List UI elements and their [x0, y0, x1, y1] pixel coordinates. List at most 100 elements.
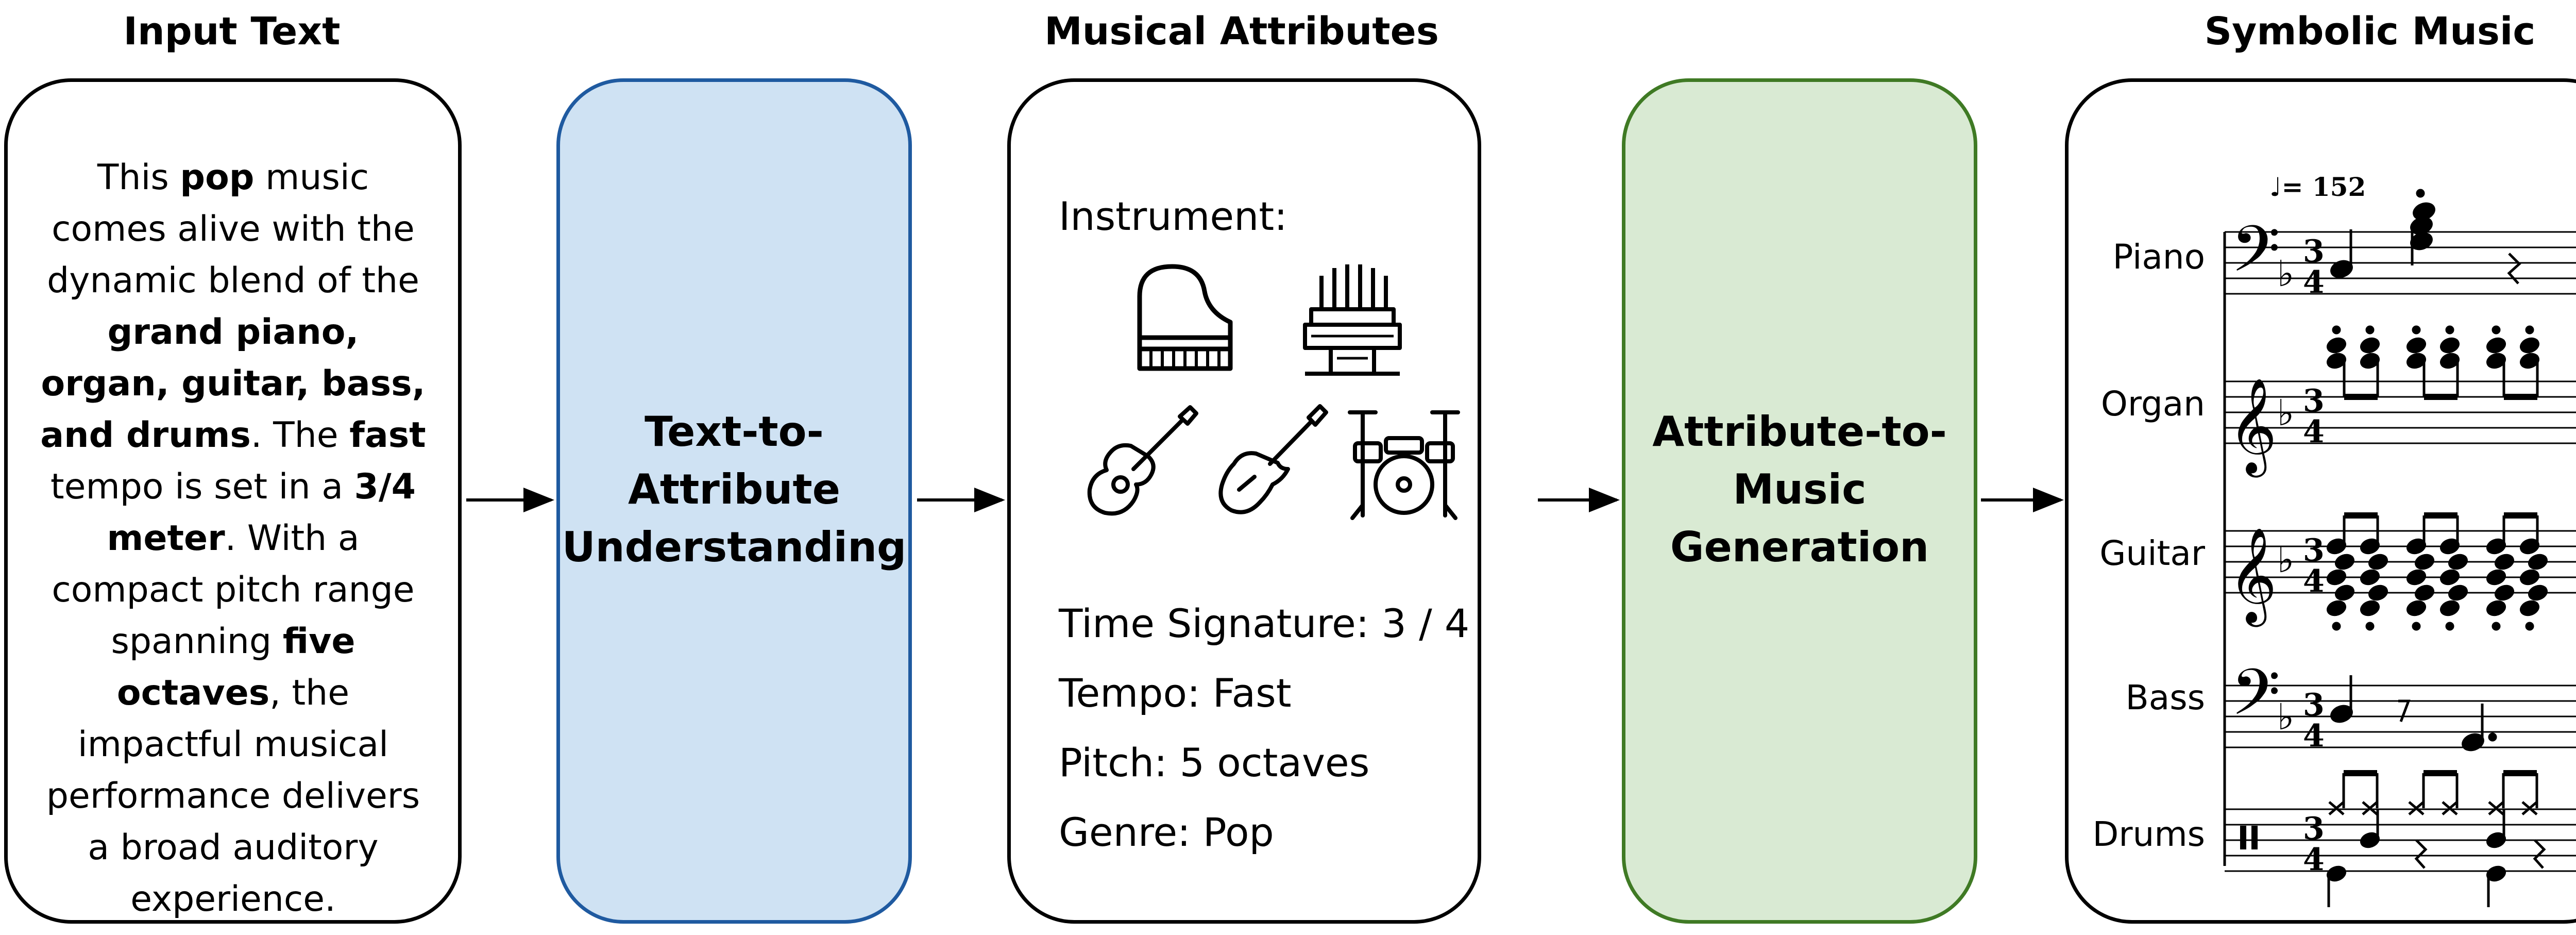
track-label-piano: Piano: [2112, 237, 2205, 277]
quarter-rest: [2533, 839, 2546, 869]
note-head: [2368, 585, 2388, 601]
input-text-box: [4, 78, 462, 924]
staccato-dot: [2365, 325, 2375, 335]
tempo-marking: ♩= 152: [2269, 172, 2366, 202]
organ-icon: [1303, 264, 1402, 376]
text-to-attribute-box: [556, 78, 912, 924]
note-head: [2520, 600, 2539, 616]
note-head: [2327, 600, 2346, 616]
note-head: [2440, 337, 2460, 354]
note-head: [2495, 554, 2514, 570]
attribute-pitch: Pitch: 5 octaves: [1059, 740, 1370, 786]
heading-musical-attributes: Musical Attributes: [1044, 9, 1439, 54]
piano-icon: [1137, 264, 1233, 371]
time-signature-digit: 3: [2303, 383, 2325, 419]
staccato-dot: [2525, 622, 2534, 631]
staccato-dot: [2412, 325, 2421, 335]
time-signature-digit: 4: [2303, 563, 2325, 599]
staccato-dot: [2445, 325, 2454, 335]
time-signature-digit: 4: [2303, 842, 2325, 878]
time-signature-digit: 3: [2303, 532, 2325, 569]
cymbal-notehead: [2442, 801, 2458, 815]
input-text-bold-segment: five octaves: [116, 621, 355, 713]
input-text-segment: . With a compact pitch range spanning: [52, 518, 415, 662]
time-signature-digit: 3: [2303, 233, 2325, 270]
note-head: [2440, 569, 2460, 586]
note-head: [2335, 585, 2354, 601]
drum-kit-icon: [1348, 410, 1460, 520]
time-signature-digit: 3: [2303, 811, 2325, 847]
note-head: [2327, 353, 2346, 369]
staccato-dot: [2445, 622, 2454, 631]
note-head: [2448, 554, 2468, 570]
note-head: [2528, 554, 2548, 570]
track-label-guitar: Guitar: [2099, 533, 2205, 573]
note-head: [2520, 337, 2539, 354]
note-head: [2335, 554, 2354, 570]
attribute-to-music-box: [1622, 78, 1977, 924]
note-head: [2406, 337, 2426, 354]
note-head: [2406, 353, 2426, 369]
staccato-dot: [2492, 622, 2501, 631]
note-head: [2406, 600, 2426, 616]
text-to-attribute-label: Text-to-Attribute Understanding: [562, 408, 907, 571]
note-head: [2360, 337, 2380, 354]
note-head: [2360, 569, 2380, 586]
input-text-bold-segment: grand piano, organ, guitar, bass, and dr…: [40, 312, 426, 456]
input-text-segment: . The: [250, 415, 350, 456]
time-signature-digit: 4: [2303, 414, 2325, 450]
cymbal-notehead: [2408, 801, 2425, 815]
note-head: [2528, 585, 2548, 601]
input-text-segment: music comes alive with the dynamic blend…: [47, 157, 419, 301]
note-head: [2486, 353, 2506, 369]
note-head: [2360, 600, 2380, 616]
staccato-dot: [2365, 622, 2375, 631]
guitar-treble-clef: 𝄞: [2228, 526, 2277, 627]
cymbal-notehead: [2362, 801, 2378, 815]
staccato-dot: [2332, 622, 2341, 631]
acoustic-guitar-icon: [1087, 405, 1198, 516]
note-head: [2360, 353, 2380, 369]
cymbal-notehead: [2521, 801, 2538, 815]
input-text-segment: , the impactful musical performance deli…: [46, 673, 420, 920]
time-signature-digit: 4: [2303, 264, 2325, 300]
flat-bass: ♭: [2277, 696, 2294, 738]
flat-organ: ♭: [2277, 392, 2294, 434]
track-label-bass: Bass: [2125, 678, 2206, 717]
staccato-dot: [2412, 622, 2421, 631]
staccato-dot: [2525, 325, 2534, 335]
staccato-dot: [2332, 325, 2341, 335]
note-head: [2327, 337, 2346, 354]
staccato-dot: [2492, 325, 2501, 335]
attribute-genre: Genre: Pop: [1059, 809, 1274, 855]
flat-piano: ♭: [2277, 253, 2294, 295]
track-label-organ: Organ: [2100, 384, 2205, 424]
musical-attributes-box: [1007, 78, 1481, 924]
heading-input-text: Input Text: [123, 9, 341, 54]
input-text-bold-segment: fast: [349, 415, 426, 456]
bass-bass-clef: 𝄢: [2231, 656, 2280, 745]
attribute-time-signature: Time Signature: 3 / 4: [1059, 600, 1470, 646]
input-text-segment: tempo is set in a: [50, 466, 354, 507]
input-text-segment: This: [97, 157, 180, 198]
note-head: [2486, 600, 2506, 616]
piano-bass-clef: 𝄢: [2231, 212, 2280, 302]
note-head: [2495, 585, 2514, 601]
attribute-tempo: Tempo: Fast: [1059, 670, 1292, 716]
cymbal-notehead: [2328, 801, 2345, 815]
note-head: [2440, 600, 2460, 616]
instrument-label: Instrument:: [1059, 193, 1287, 239]
track-label-drums: Drums: [2092, 814, 2205, 854]
note-head: [2448, 585, 2468, 601]
note-head: [2440, 353, 2460, 369]
heading-symbolic-music: Symbolic Music: [2204, 9, 2536, 54]
note-head: [2486, 569, 2506, 586]
note-head: [2415, 554, 2434, 570]
drums-percussion-clef: [2240, 826, 2258, 849]
quarter-rest: [2414, 839, 2428, 869]
cymbal-notehead: [2488, 801, 2504, 815]
note-head: [2486, 337, 2506, 354]
attribute-to-music-label: Attribute-to-Music Generation: [1652, 408, 1947, 571]
